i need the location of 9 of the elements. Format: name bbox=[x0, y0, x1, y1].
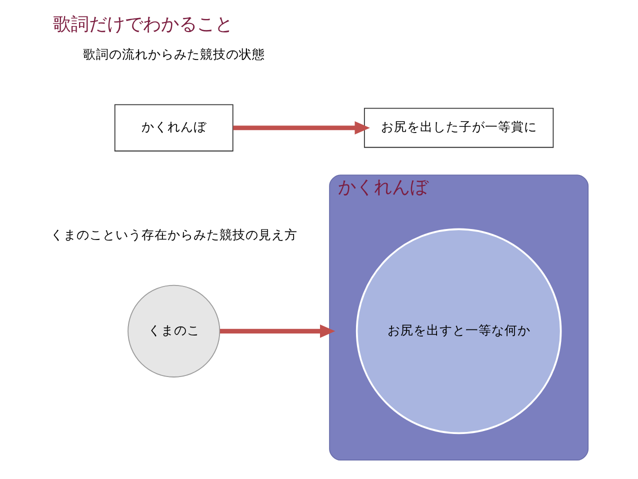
node-box: お尻を出した子が一等賞に bbox=[363, 108, 554, 148]
label: くまのこという存在からみた競技の見え方 bbox=[50, 227, 297, 242]
label: 歌詞の流れからみた競技の状態 bbox=[82, 46, 264, 62]
arrow bbox=[232, 121, 370, 134]
node-circle: くまのこ bbox=[127, 284, 220, 378]
node-circle: お尻を出すと一等な何か bbox=[355, 228, 562, 434]
arrow bbox=[219, 324, 335, 338]
node-box: かくれんぼ bbox=[114, 104, 233, 152]
diagram-title: 歌詞だけでわかること bbox=[52, 14, 233, 35]
